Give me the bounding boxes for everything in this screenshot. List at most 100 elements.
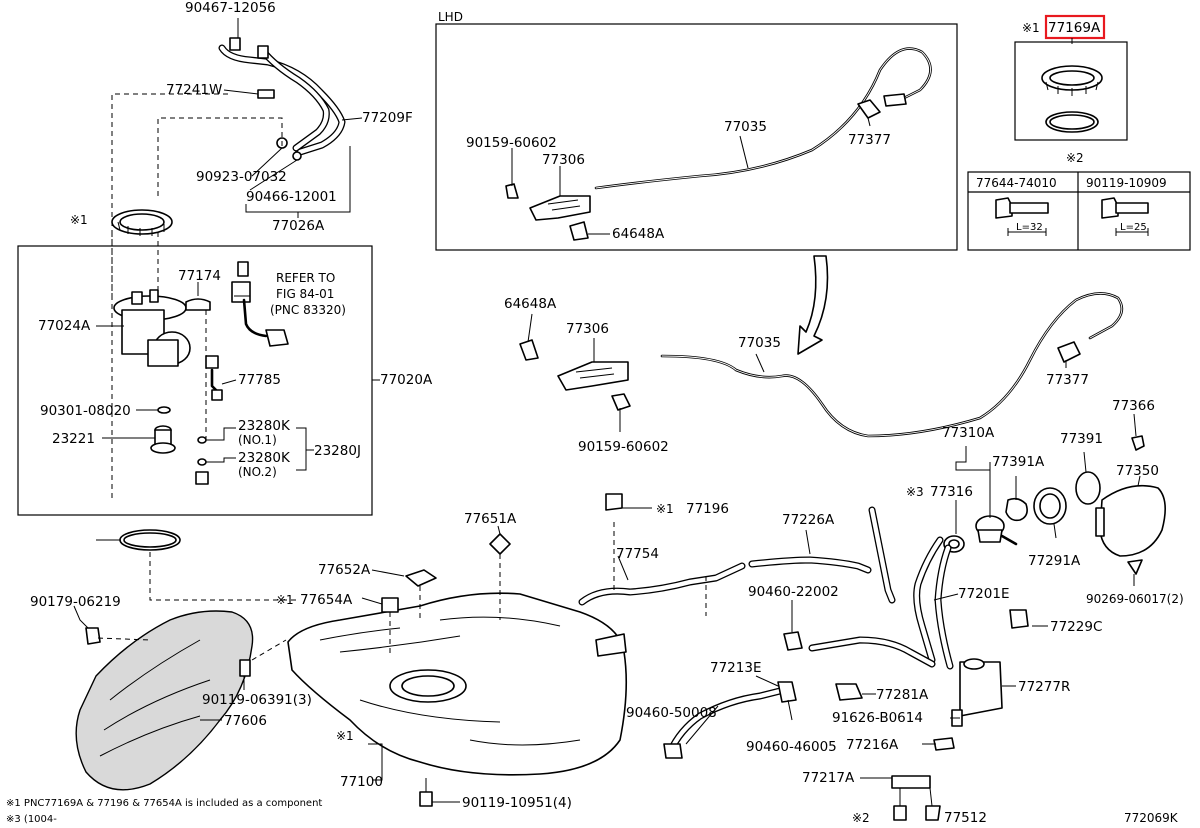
label-77377-main: 77377 bbox=[1046, 372, 1089, 388]
cable-77035-lhd[interactable] bbox=[594, 47, 932, 190]
dim-l32: L=32 bbox=[1016, 222, 1043, 233]
gasket-77391-icon[interactable] bbox=[1075, 471, 1101, 505]
dim-l25: L=25 bbox=[1120, 222, 1147, 233]
fuel-tank-77100-icon[interactable] bbox=[287, 592, 628, 776]
label-90159-60602-lhd: 90159-60602 bbox=[466, 135, 557, 151]
label-90460-22002: 90460-22002 bbox=[748, 584, 839, 600]
label-77512: 77512 bbox=[944, 810, 987, 826]
cap-77377-lhd-icon[interactable] bbox=[857, 99, 881, 119]
clip-77174-icon[interactable] bbox=[185, 298, 211, 311]
label-64648a-lhd: 64648A bbox=[612, 226, 665, 242]
label-77241w: 77241W bbox=[166, 82, 222, 98]
label-77174: 77174 bbox=[178, 268, 221, 284]
oring-23280k-no2-icon[interactable] bbox=[197, 458, 207, 466]
clip-90467b-icon[interactable] bbox=[257, 45, 269, 59]
label-77035-main: 77035 bbox=[738, 335, 781, 351]
clamp-90460-50008-icon[interactable] bbox=[663, 743, 683, 759]
label-77754: 77754 bbox=[616, 546, 659, 562]
label-77100: 77100 bbox=[340, 774, 383, 790]
label-77024a: 77024A bbox=[38, 318, 91, 334]
nut-90179-icon[interactable] bbox=[85, 627, 101, 645]
valve-23280-icon[interactable] bbox=[195, 471, 209, 485]
strap-77217a-icon[interactable] bbox=[891, 775, 931, 789]
pad-77651a-icon[interactable] bbox=[489, 533, 511, 555]
bolt-90119-06391-icon[interactable] bbox=[239, 659, 251, 677]
clamp-77216a-icon[interactable] bbox=[933, 737, 955, 751]
label-77229c: 77229C bbox=[1050, 619, 1102, 635]
oring-23280k-no1-icon[interactable] bbox=[197, 436, 207, 444]
clamp-90460-46005-icon[interactable] bbox=[777, 681, 797, 703]
connector-77377-lhd-icon[interactable] bbox=[883, 93, 907, 107]
label-90923-07032: 90923-07032 bbox=[196, 169, 287, 185]
lever-77306-lhd-icon[interactable] bbox=[529, 195, 591, 221]
tether-77391a-icon[interactable] bbox=[1005, 497, 1028, 522]
label-77216a: 77216A bbox=[846, 737, 899, 753]
cable-77035-main[interactable] bbox=[660, 292, 1124, 438]
label-23280k-no1: 23280K bbox=[238, 418, 291, 434]
pad-77652a-icon[interactable] bbox=[405, 569, 437, 587]
oring-90301-icon[interactable] bbox=[157, 406, 171, 414]
bracket-77281a-icon[interactable] bbox=[835, 683, 863, 701]
bolt-90119-10951-icon[interactable] bbox=[419, 791, 433, 807]
wire-77785-icon[interactable] bbox=[205, 355, 223, 401]
fuel-pump-body-icon[interactable] bbox=[113, 289, 191, 367]
clamp-77241w-icon[interactable] bbox=[257, 89, 275, 99]
label-90460-50008: 90460-50008 bbox=[626, 705, 717, 721]
clip-77654a-icon[interactable] bbox=[381, 597, 399, 613]
bolt-90119-10909-icon[interactable] bbox=[1101, 197, 1149, 219]
mark-1-77169a: ※1 bbox=[1022, 21, 1040, 35]
clamp-90460-22002-icon[interactable] bbox=[783, 631, 803, 651]
breather-77226a[interactable] bbox=[748, 506, 896, 604]
label-77291a: 77291A bbox=[1028, 553, 1081, 569]
filler-pipe-77201e[interactable] bbox=[808, 536, 954, 670]
cap-77377-main-icon[interactable] bbox=[1057, 341, 1081, 363]
valve-77229c-icon[interactable] bbox=[1009, 609, 1029, 629]
label-77213e: 77213E bbox=[710, 660, 761, 676]
gasket-set-box bbox=[1014, 41, 1128, 141]
label-90466-12001: 90466-12001 bbox=[246, 189, 337, 205]
filter-23221-icon[interactable] bbox=[150, 425, 176, 454]
clip-90467-icon[interactable] bbox=[229, 37, 241, 51]
bolt-77644-icon[interactable] bbox=[995, 197, 1049, 219]
fuel-pump-ring-icon[interactable] bbox=[111, 209, 173, 236]
bracket-64648a-main-icon[interactable] bbox=[519, 339, 539, 361]
mark-2-bolt-box: ※2 bbox=[1066, 151, 1084, 165]
clip-77366-icon[interactable] bbox=[1131, 435, 1145, 451]
mark-1-77100: ※1 bbox=[336, 729, 354, 743]
hose-77213e[interactable] bbox=[666, 686, 788, 756]
label-77169a: 77169A bbox=[1048, 20, 1101, 36]
lever-77306-main-icon[interactable] bbox=[557, 361, 629, 391]
mark-3-77316: ※3 bbox=[906, 485, 924, 499]
hose-77754[interactable] bbox=[578, 562, 746, 606]
screw-90269-icon[interactable] bbox=[1127, 559, 1143, 575]
label-77606: 77606 bbox=[224, 713, 267, 729]
protector-77606-icon[interactable] bbox=[75, 610, 254, 791]
ring-77291a-icon[interactable] bbox=[1033, 487, 1067, 525]
note-1: ※1 PNC77169A & 77196 & 77654A is include… bbox=[6, 798, 322, 809]
vent-tube-77209f[interactable] bbox=[218, 44, 346, 156]
label-91626-b0614: 91626-B0614 bbox=[832, 710, 923, 726]
label-23280k-no2-sub: (NO.2) bbox=[238, 465, 277, 479]
bolt-90159-main-icon[interactable] bbox=[611, 393, 631, 411]
clip-77196-icon[interactable] bbox=[605, 493, 623, 511]
sender-gauge-icon[interactable] bbox=[231, 261, 289, 347]
box-77277r-icon[interactable] bbox=[959, 658, 1003, 717]
nut-77512-icon[interactable] bbox=[925, 805, 941, 821]
label-77306-main: 77306 bbox=[566, 321, 609, 337]
label-77391: 77391 bbox=[1060, 431, 1103, 447]
label-77277r: 77277R bbox=[1018, 679, 1070, 695]
bolt-90159-lhd-icon[interactable] bbox=[505, 183, 519, 199]
fuel-door-77350-icon[interactable] bbox=[1095, 484, 1166, 557]
cap-77310a-icon[interactable] bbox=[975, 515, 1018, 546]
gasket-tank-inner bbox=[123, 532, 177, 548]
label-90119-06391: 90119-06391(3) bbox=[202, 692, 312, 708]
bolt-box-header-90119: 90119-10909 bbox=[1086, 176, 1167, 190]
bolt-77217-icon[interactable] bbox=[893, 805, 907, 821]
clip-90466-icon[interactable] bbox=[292, 151, 302, 161]
bracket-64648a-lhd-icon[interactable] bbox=[569, 221, 589, 241]
label-77209f: 77209F bbox=[362, 110, 413, 126]
label-77654a: 77654A bbox=[300, 592, 353, 608]
refer-line3: (PNC 83320) bbox=[270, 303, 346, 317]
lock-ring-77169a-icon[interactable] bbox=[1041, 65, 1103, 96]
